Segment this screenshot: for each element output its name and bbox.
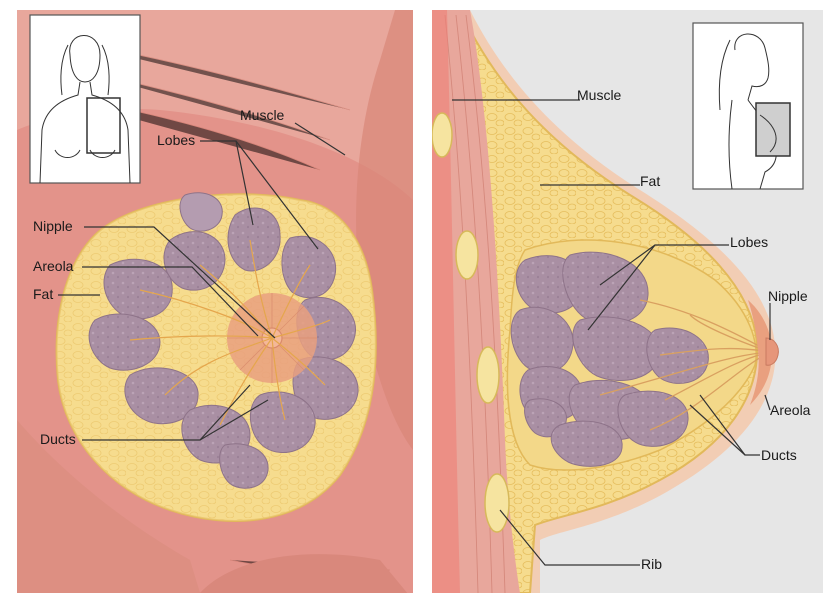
- front-view-panel: Muscle Lobes Nipple Areola Fat Ducts: [17, 10, 413, 600]
- label-muscle-left: Muscle: [240, 107, 285, 123]
- label-areola-right: Areola: [770, 402, 811, 418]
- label-fat-left: Fat: [33, 286, 53, 302]
- label-lobes-left: Lobes: [157, 132, 195, 148]
- label-lobes-right: Lobes: [730, 234, 768, 250]
- female-torso-side-icon: [693, 23, 803, 189]
- label-muscle-right: Muscle: [577, 87, 622, 103]
- female-torso-front-icon: [30, 15, 140, 183]
- label-rib-right: Rib: [641, 556, 662, 572]
- label-ducts-left: Ducts: [40, 431, 76, 447]
- side-view-panel: Muscle Fat Lobes Nipple Areola Ducts Rib: [432, 10, 823, 593]
- label-ducts-right: Ducts: [761, 447, 797, 463]
- label-nipple-right: Nipple: [768, 288, 808, 304]
- label-areola-left: Areola: [33, 258, 74, 274]
- label-fat-right: Fat: [640, 173, 660, 189]
- label-nipple-left: Nipple: [33, 218, 73, 234]
